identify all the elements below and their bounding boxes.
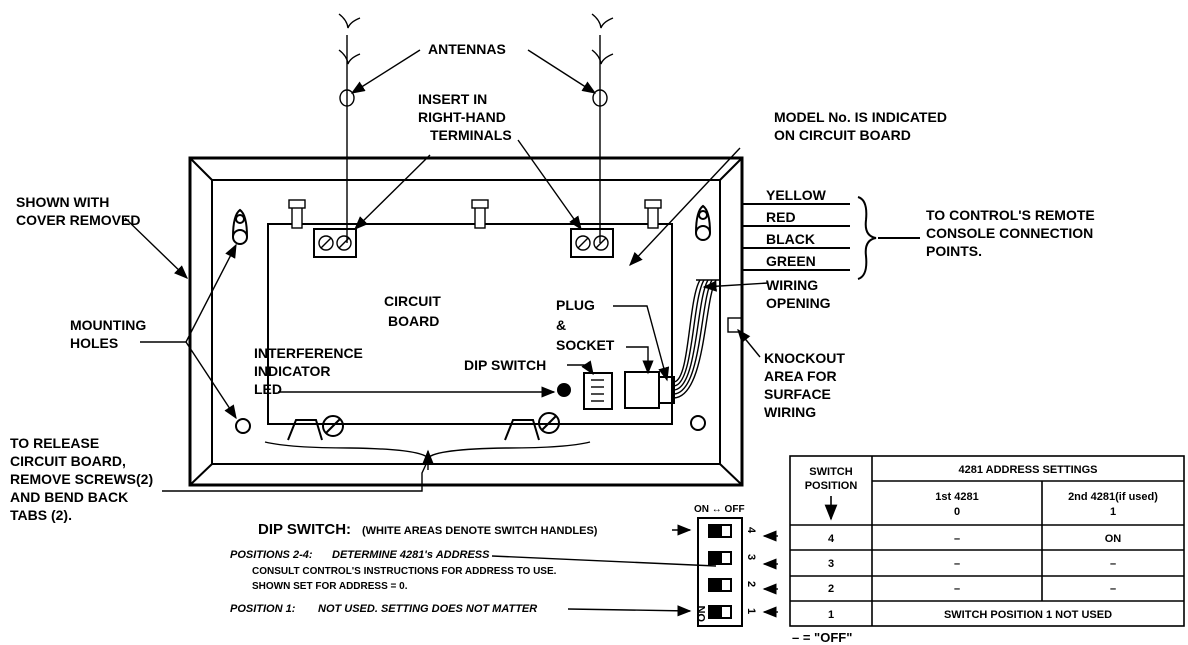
terminal-block-left — [313, 228, 357, 258]
wire-bundle — [673, 279, 720, 399]
antenna-left — [338, 13, 361, 243]
th-second-2: 1 — [1110, 506, 1116, 518]
row3-first: – — [954, 558, 960, 570]
row1-text: SWITCH POSITION 1 NOT USED — [944, 609, 1112, 621]
dip-num-4: 4 — [745, 527, 757, 534]
wiring-label-2: OPENING — [766, 295, 831, 311]
dip-legend-title: DIP SWITCH: — [258, 521, 351, 538]
row4-first: – — [954, 533, 960, 545]
control-label-1: TO CONTROL'S REMOTE — [926, 207, 1095, 223]
row3-pos: 3 — [828, 558, 834, 570]
dip-num-2: 2 — [745, 581, 757, 587]
address-table: SWITCH POSITION 4281 ADDRESS SETTINGS 1s… — [789, 455, 1185, 645]
dip-num-1: 1 — [745, 608, 757, 614]
consult-text: CONSULT CONTROL'S INSTRUCTIONS FOR ADDRE… — [252, 566, 557, 577]
row3-second: – — [1110, 558, 1116, 570]
th-first-1: 1st 4281 — [935, 491, 978, 503]
dip-on-label: ON — [696, 605, 708, 622]
th-switch-1: SWITCH — [809, 466, 852, 478]
wire-yellow-label: YELLOW — [766, 187, 827, 203]
release-label-4: AND BEND BACK — [10, 489, 128, 505]
wire-black-label: BLACK — [766, 231, 815, 247]
leader-lines — [124, 49, 769, 492]
wire-red-label: RED — [766, 209, 796, 225]
control-label-3: POINTS. — [926, 243, 982, 259]
dip-switch-diagram — [697, 517, 743, 627]
mount-label-2: HOLES — [70, 335, 118, 351]
dip-switch-on-board — [583, 372, 613, 410]
circuit-board — [267, 199, 743, 441]
shown-label-1: SHOWN WITH — [16, 194, 109, 210]
pos1-text: NOT USED. SETTING DOES NOT MATTER — [318, 603, 537, 615]
th-second-1: 2nd 4281(if used) — [1068, 491, 1158, 503]
dip-legend-note: (WHITE AREAS DENOTE SWITCH HANDLES) — [362, 525, 598, 537]
row2-second: – — [1110, 583, 1116, 595]
row1-pos: 1 — [828, 609, 834, 621]
mounting-hole-top-right — [695, 204, 711, 241]
knock-label-2: AREA FOR — [764, 368, 837, 384]
color-wires — [742, 196, 920, 280]
release-tabs-and-screws — [287, 412, 560, 441]
plug-label-2: & — [556, 317, 566, 333]
plug-label-3: SOCKET — [556, 337, 615, 353]
interf-label-1: INTERFERENCE — [254, 345, 363, 361]
plug-label-1: PLUG — [556, 297, 595, 313]
th-first-2: 0 — [954, 506, 960, 518]
row4-second: ON — [1105, 533, 1122, 545]
shown-label-2: COVER REMOVED — [16, 212, 140, 228]
interf-label-2: INDICATOR — [254, 363, 330, 379]
release-label-1: TO RELEASE — [10, 435, 99, 451]
interference-led — [557, 383, 571, 397]
release-label-5: TABS (2). — [10, 507, 72, 523]
row2-first: – — [954, 583, 960, 595]
mounting-hole-bottom-left — [235, 418, 251, 434]
wiring-label-1: WIRING — [766, 277, 818, 293]
model-label-1: MODEL No. IS INDICATED — [774, 109, 947, 125]
th-switch-2: POSITION — [805, 480, 858, 492]
dip-num-3: 3 — [745, 554, 757, 560]
insert-label-3: TERMINALS — [430, 127, 512, 143]
knock-label-4: WIRING — [764, 404, 816, 420]
circuit-label-1: CIRCUIT — [384, 293, 441, 309]
shown-set-text: SHOWN SET FOR ADDRESS = 0. — [252, 581, 408, 592]
table-footnote: – = "OFF" — [792, 630, 852, 645]
insert-label-1: INSERT IN — [418, 91, 487, 107]
terminal-block-right — [570, 228, 614, 258]
antenna-right — [591, 13, 614, 243]
wire-green-label: GREEN — [766, 253, 816, 269]
knockout — [727, 317, 743, 333]
mounting-hole-top-left — [232, 208, 248, 245]
dip-switch-label: DIP SWITCH — [464, 357, 546, 373]
mount-label-1: MOUNTING — [70, 317, 146, 333]
release-label-3: REMOVE SCREWS(2) — [10, 471, 153, 487]
th-group: 4281 ADDRESS SETTINGS — [959, 464, 1098, 476]
row4-pos: 4 — [828, 533, 835, 545]
row2-pos: 2 — [828, 583, 834, 595]
model-label-2: ON CIRCUIT BOARD — [774, 127, 911, 143]
pos24-title: POSITIONS 2-4: — [230, 549, 313, 561]
control-label-2: CONSOLE CONNECTION — [926, 225, 1093, 241]
mounting-hole-bottom-right — [690, 415, 706, 431]
interf-label-3: LED — [254, 381, 282, 397]
dip-legend: DIP SWITCH: (WHITE AREAS DENOTE SWITCH H… — [230, 504, 778, 627]
diagram-labels: ANTENNAS INSERT IN RIGHT-HAND TERMINALS … — [10, 41, 1095, 523]
insert-label-2: RIGHT-HAND — [418, 109, 506, 125]
circuit-label-2: BOARD — [388, 313, 439, 329]
pos24-text: DETERMINE 4281's ADDRESS — [332, 549, 490, 561]
knock-label-3: SURFACE — [764, 386, 831, 402]
antennas-label: ANTENNAS — [428, 41, 506, 57]
on-off-label: ON ↔ OFF — [694, 504, 745, 515]
knock-label-1: KNOCKOUT — [764, 350, 845, 366]
pos1-title: POSITION 1: — [230, 603, 296, 615]
release-label-2: CIRCUIT BOARD, — [10, 453, 126, 469]
